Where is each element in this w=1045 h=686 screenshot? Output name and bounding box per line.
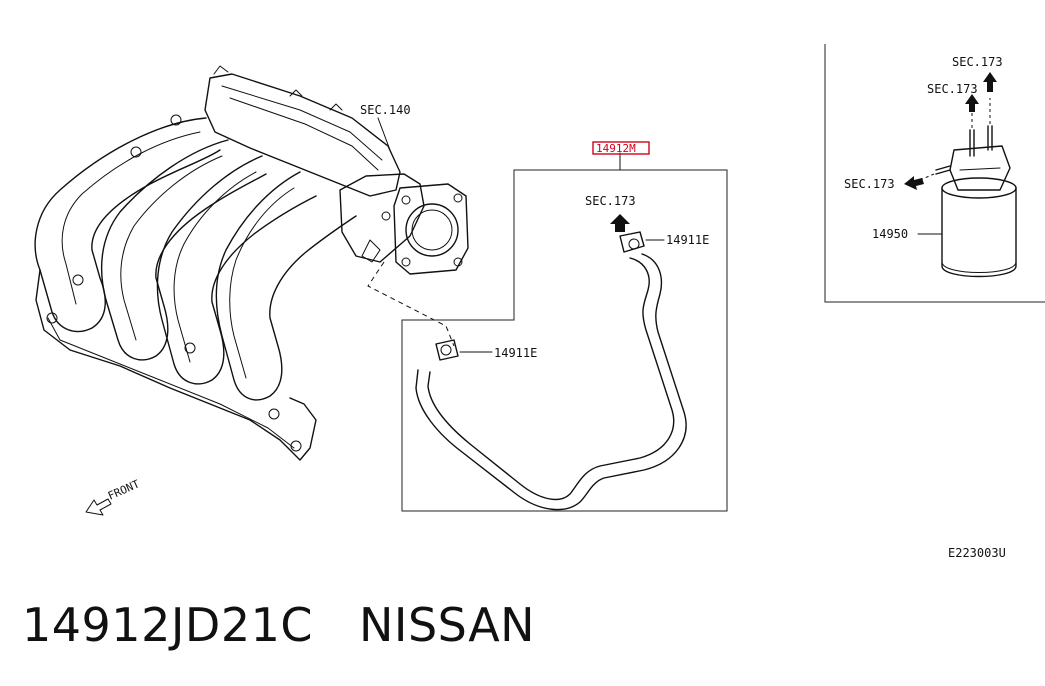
canister-detail-frame (824, 44, 1045, 303)
part-caption: 14912JD21C NISSAN (22, 598, 535, 652)
diagram-code-label: E223003U (948, 546, 1006, 560)
part-number: 14912JD21C (22, 598, 313, 652)
evap-hose-drawing (415, 214, 687, 511)
arrow-up-icon (610, 214, 630, 232)
canister-part-label: 14950 (872, 227, 908, 241)
canister-sec-173-label-a: SEC.173 (952, 55, 1003, 69)
front-arrow: FRONT (85, 477, 142, 516)
arrow-up-icon (983, 72, 997, 92)
sec-140-label: SEC.140 (360, 103, 411, 117)
part-highlight-box (592, 141, 650, 155)
arrow-left-icon (904, 176, 924, 190)
upper-clamp-label: 14911E (666, 233, 709, 247)
hose-sec-173-label: SEC.173 (585, 194, 636, 208)
canister-sec-173-label-c: SEC.173 (844, 177, 895, 191)
hose-part-number-label: 14912M (596, 142, 636, 155)
hose-detail-frame (401, 141, 728, 512)
arrow-down-left-icon (85, 498, 112, 516)
front-label: FRONT (106, 477, 142, 502)
evap-canister-drawing (904, 72, 1017, 278)
brand-name: NISSAN (358, 598, 536, 652)
lower-clamp-label: 14911E (494, 346, 537, 360)
canister-sec-173-label-b: SEC.173 (927, 82, 978, 96)
intake-manifold-drawing (34, 65, 469, 461)
arrow-up-icon (965, 94, 979, 112)
